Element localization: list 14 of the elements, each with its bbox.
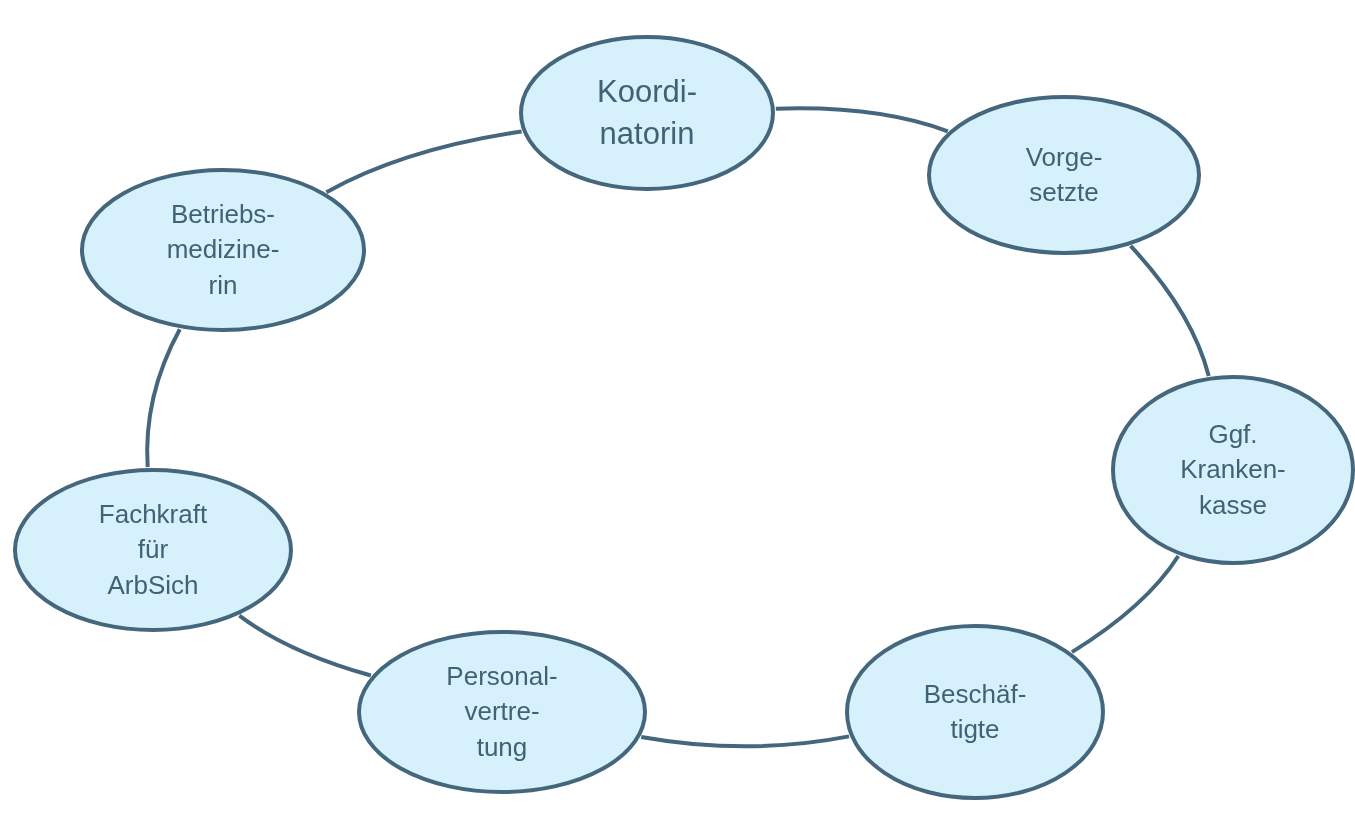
connector-line	[1070, 554, 1180, 654]
node-label: Ggf. Kranken- kasse	[1180, 417, 1286, 522]
node-label: Betriebs- medizine- rin	[166, 197, 280, 302]
node-label: Beschäf- tigte	[923, 677, 1027, 746]
node-label: Vorge- setzte	[1025, 140, 1103, 209]
node-label: Koordi- natorin	[597, 72, 697, 153]
connector-line	[325, 129, 522, 194]
connector-line	[1129, 244, 1211, 377]
connector-line	[640, 734, 850, 749]
node-label: Fachkraft für ArbSich	[98, 497, 208, 602]
connector-line	[238, 613, 372, 678]
connector-line	[775, 106, 949, 134]
connector-line	[145, 328, 182, 468]
node-label: Personal- vertre- tung	[446, 659, 558, 764]
